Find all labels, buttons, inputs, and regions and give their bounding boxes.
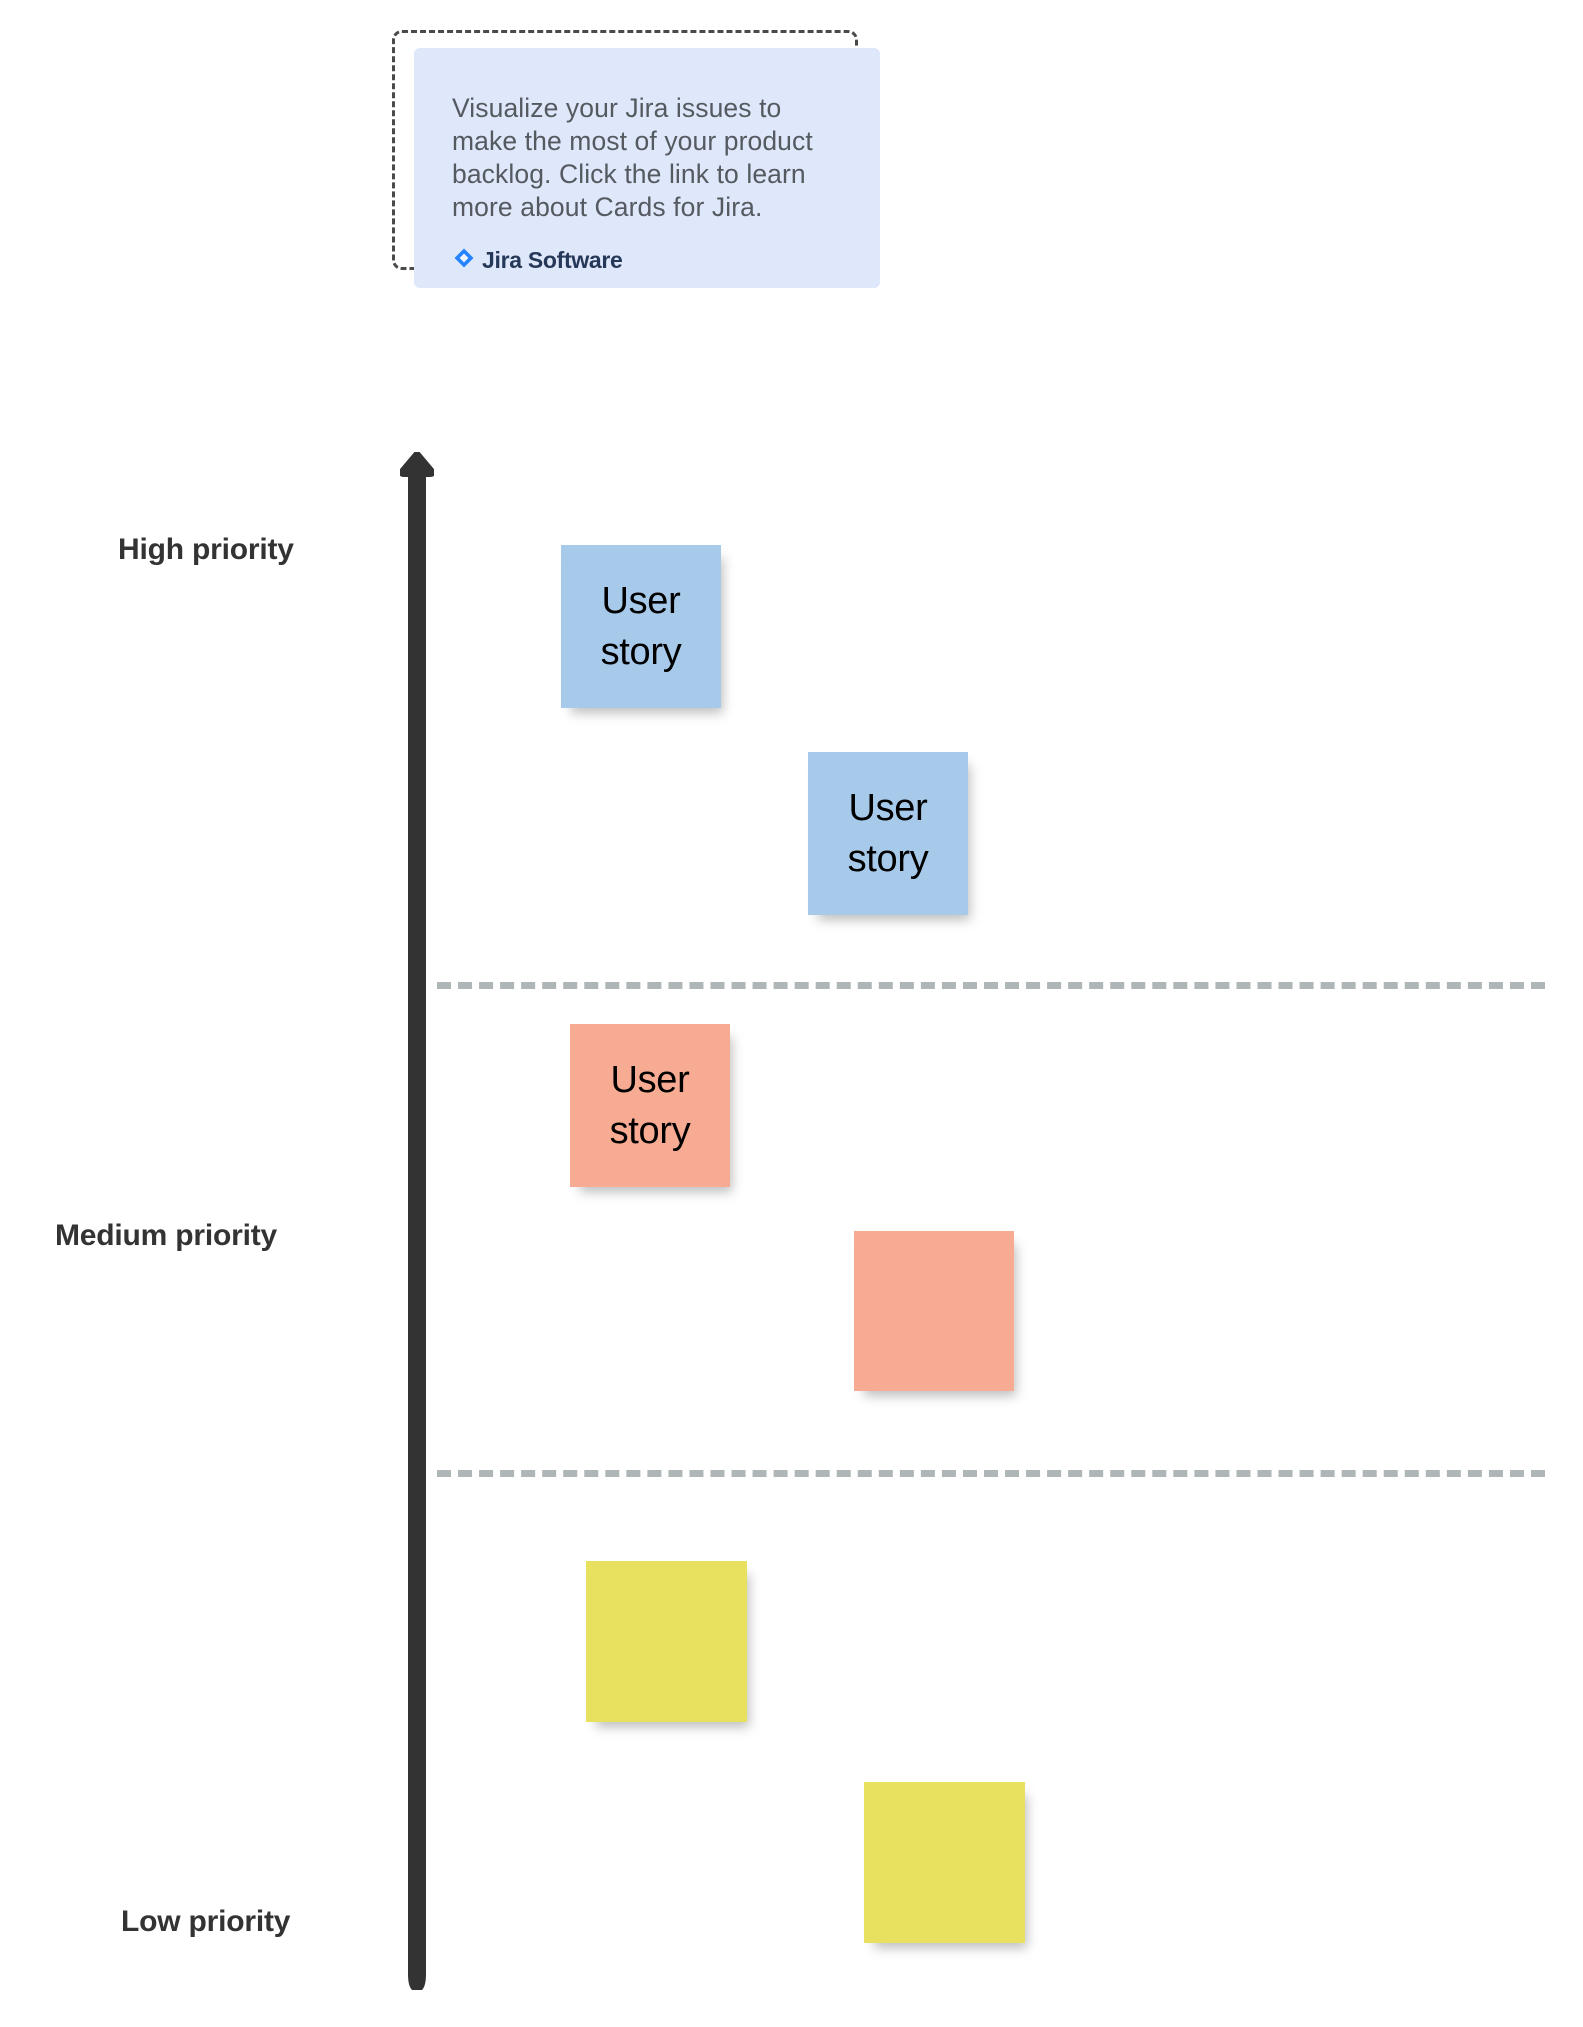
jira-brand-row[interactable]: Jira Software <box>452 246 840 275</box>
sticky-card-blank-1[interactable] <box>854 1231 1014 1391</box>
priority-axis-arrow <box>400 452 434 1990</box>
divider-high-medium <box>437 982 1545 989</box>
sticky-card-label: User story <box>600 579 682 673</box>
axis-label-medium-priority: Medium priority <box>55 1219 278 1252</box>
divider-medium-low <box>437 1470 1545 1477</box>
sticky-card-blank-2[interactable] <box>586 1561 747 1722</box>
jira-diamond-icon <box>452 246 476 275</box>
axis-label-low-priority: Low priority <box>121 1905 291 1938</box>
sticky-card-user-story-3[interactable]: User story <box>570 1024 730 1187</box>
sticky-card-user-story-1[interactable]: User story <box>561 545 721 708</box>
jira-brand-label: Jira Software <box>482 247 623 273</box>
sticky-card-label: User story <box>609 1058 691 1152</box>
callout-panel[interactable]: Visualize your Jira issues to make the m… <box>414 48 880 288</box>
jira-callout[interactable]: Visualize your Jira issues to make the m… <box>392 30 880 288</box>
axis-label-high-priority: High priority <box>118 533 294 566</box>
callout-text: Visualize your Jira issues to make the m… <box>452 93 813 222</box>
sticky-card-label: User story <box>847 786 929 880</box>
sticky-card-blank-3[interactable] <box>864 1782 1025 1943</box>
sticky-card-user-story-2[interactable]: User story <box>808 752 968 915</box>
